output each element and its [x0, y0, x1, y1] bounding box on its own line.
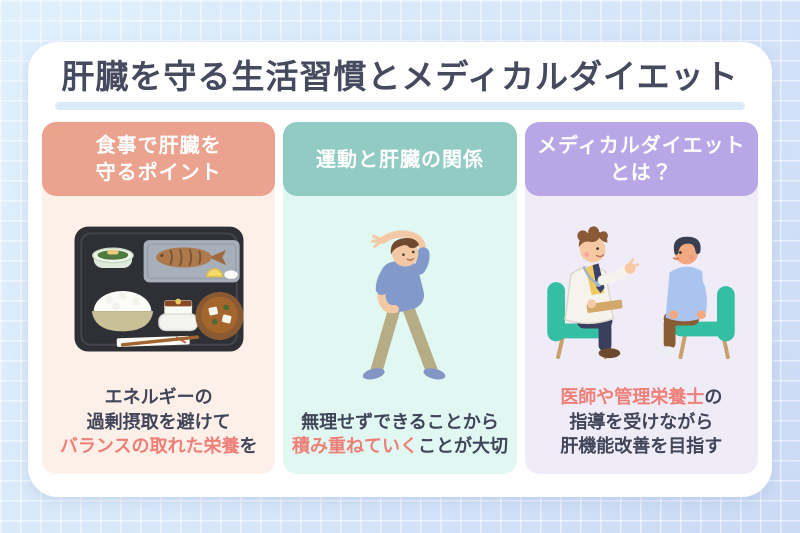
card-header-line: 運動と肝臓の関係 [315, 146, 484, 171]
veggie-bowl [91, 247, 134, 268]
card-caption-exercise: 無理せずできることから 積み重ねていくことが大切 [283, 411, 516, 475]
caption-line: 過剰摂取を避けて [46, 411, 271, 436]
meal-tray-illustration [42, 196, 275, 386]
tofu-dish [157, 298, 198, 332]
caption-line: バランスの取れた栄養を [46, 435, 271, 460]
doctor [564, 226, 640, 359]
card-header-line: とは？ [609, 160, 673, 185]
caption-line: 指導を受けながら [529, 411, 754, 436]
doctor-patient-illustration [525, 196, 758, 386]
card-header-diet: 食事で肝臓を 守るポイント [42, 122, 276, 197]
card-body-diet: エネルギーの 過剰摂取を避けて バランスの取れた栄養を [42, 182, 276, 475]
main-panel: 肝臓を守る生活習慣とメディカルダイエット 食事で肝臓を 守るポイント [28, 42, 772, 497]
caption-segment: 肝機能改善を目指す [560, 436, 723, 458]
card-header-medical-diet: メディカルダイエット とは？ [524, 122, 758, 197]
caption-line: 医師や管理栄養士の [529, 386, 754, 411]
caption-segment: 指導を受けながら [569, 411, 714, 433]
meal-tray-icon [74, 226, 244, 352]
patient-chair [673, 286, 736, 360]
card-columns: 食事で肝臓を 守るポイント [42, 122, 758, 475]
card-body-exercise: 無理せずできることから 積み重ねていくことが大切 [283, 182, 517, 475]
caption-line: 無理せずできることから [287, 411, 512, 436]
card-header-line: 守るポイント [95, 160, 222, 185]
patient [657, 236, 708, 357]
card-caption-medical-diet: 医師や管理栄養士の 指導を受けながら 肝機能改善を目指す [525, 386, 758, 474]
doctor-patient-icon [547, 226, 736, 360]
caption-segment: エネルギーの [104, 386, 213, 408]
card-exercise: 運動と肝臓の関係 [283, 122, 517, 475]
card-header-line: メディカルダイエット [537, 133, 746, 158]
caption-segment: の [704, 386, 723, 408]
caption-segment-highlight: バランスの取れた栄養 [59, 436, 240, 458]
card-header-line: 食事で肝臓を [95, 133, 222, 158]
page-title: 肝臓を守る生活習慣とメディカルダイエット [61, 57, 739, 96]
caption-segment-highlight: 積み重ねていく [291, 436, 418, 458]
card-caption-diet: エネルギーの 過剰摂取を避けて バランスの取れた栄養を [42, 386, 275, 474]
card-header-exercise: 運動と肝臓の関係 [283, 122, 517, 197]
caption-segment: を [239, 436, 258, 458]
caption-segment: ことが大切 [417, 436, 508, 458]
rice-bowl [91, 290, 153, 332]
miso-soup-bowl [195, 291, 244, 340]
caption-line: 積み重ねていくことが大切 [287, 435, 512, 460]
caption-segment: 過剰摂取を避けて [86, 411, 231, 433]
lower-arm [375, 265, 399, 314]
stretching-person-illustration [283, 196, 516, 410]
raised-arm [371, 230, 430, 276]
title-underline [55, 102, 745, 111]
caption-segment: 無理せずできることから [301, 411, 499, 433]
caption-segment-highlight: 医師や管理栄養士 [560, 386, 705, 408]
chopsticks [116, 335, 199, 347]
shoes [362, 368, 446, 380]
caption-line: エネルギーの [46, 386, 271, 411]
stretching-person-icon [362, 230, 446, 380]
caption-line: 肝機能改善を目指す [529, 435, 754, 460]
grilled-fish-plate [143, 240, 240, 283]
card-diet: 食事で肝臓を 守るポイント [42, 122, 276, 475]
card-medical-diet: メディカルダイエット とは？ [524, 122, 758, 475]
card-body-medical-diet: 医師や管理栄養士の 指導を受けながら 肝機能改善を目指す [524, 182, 758, 475]
head [390, 238, 420, 267]
